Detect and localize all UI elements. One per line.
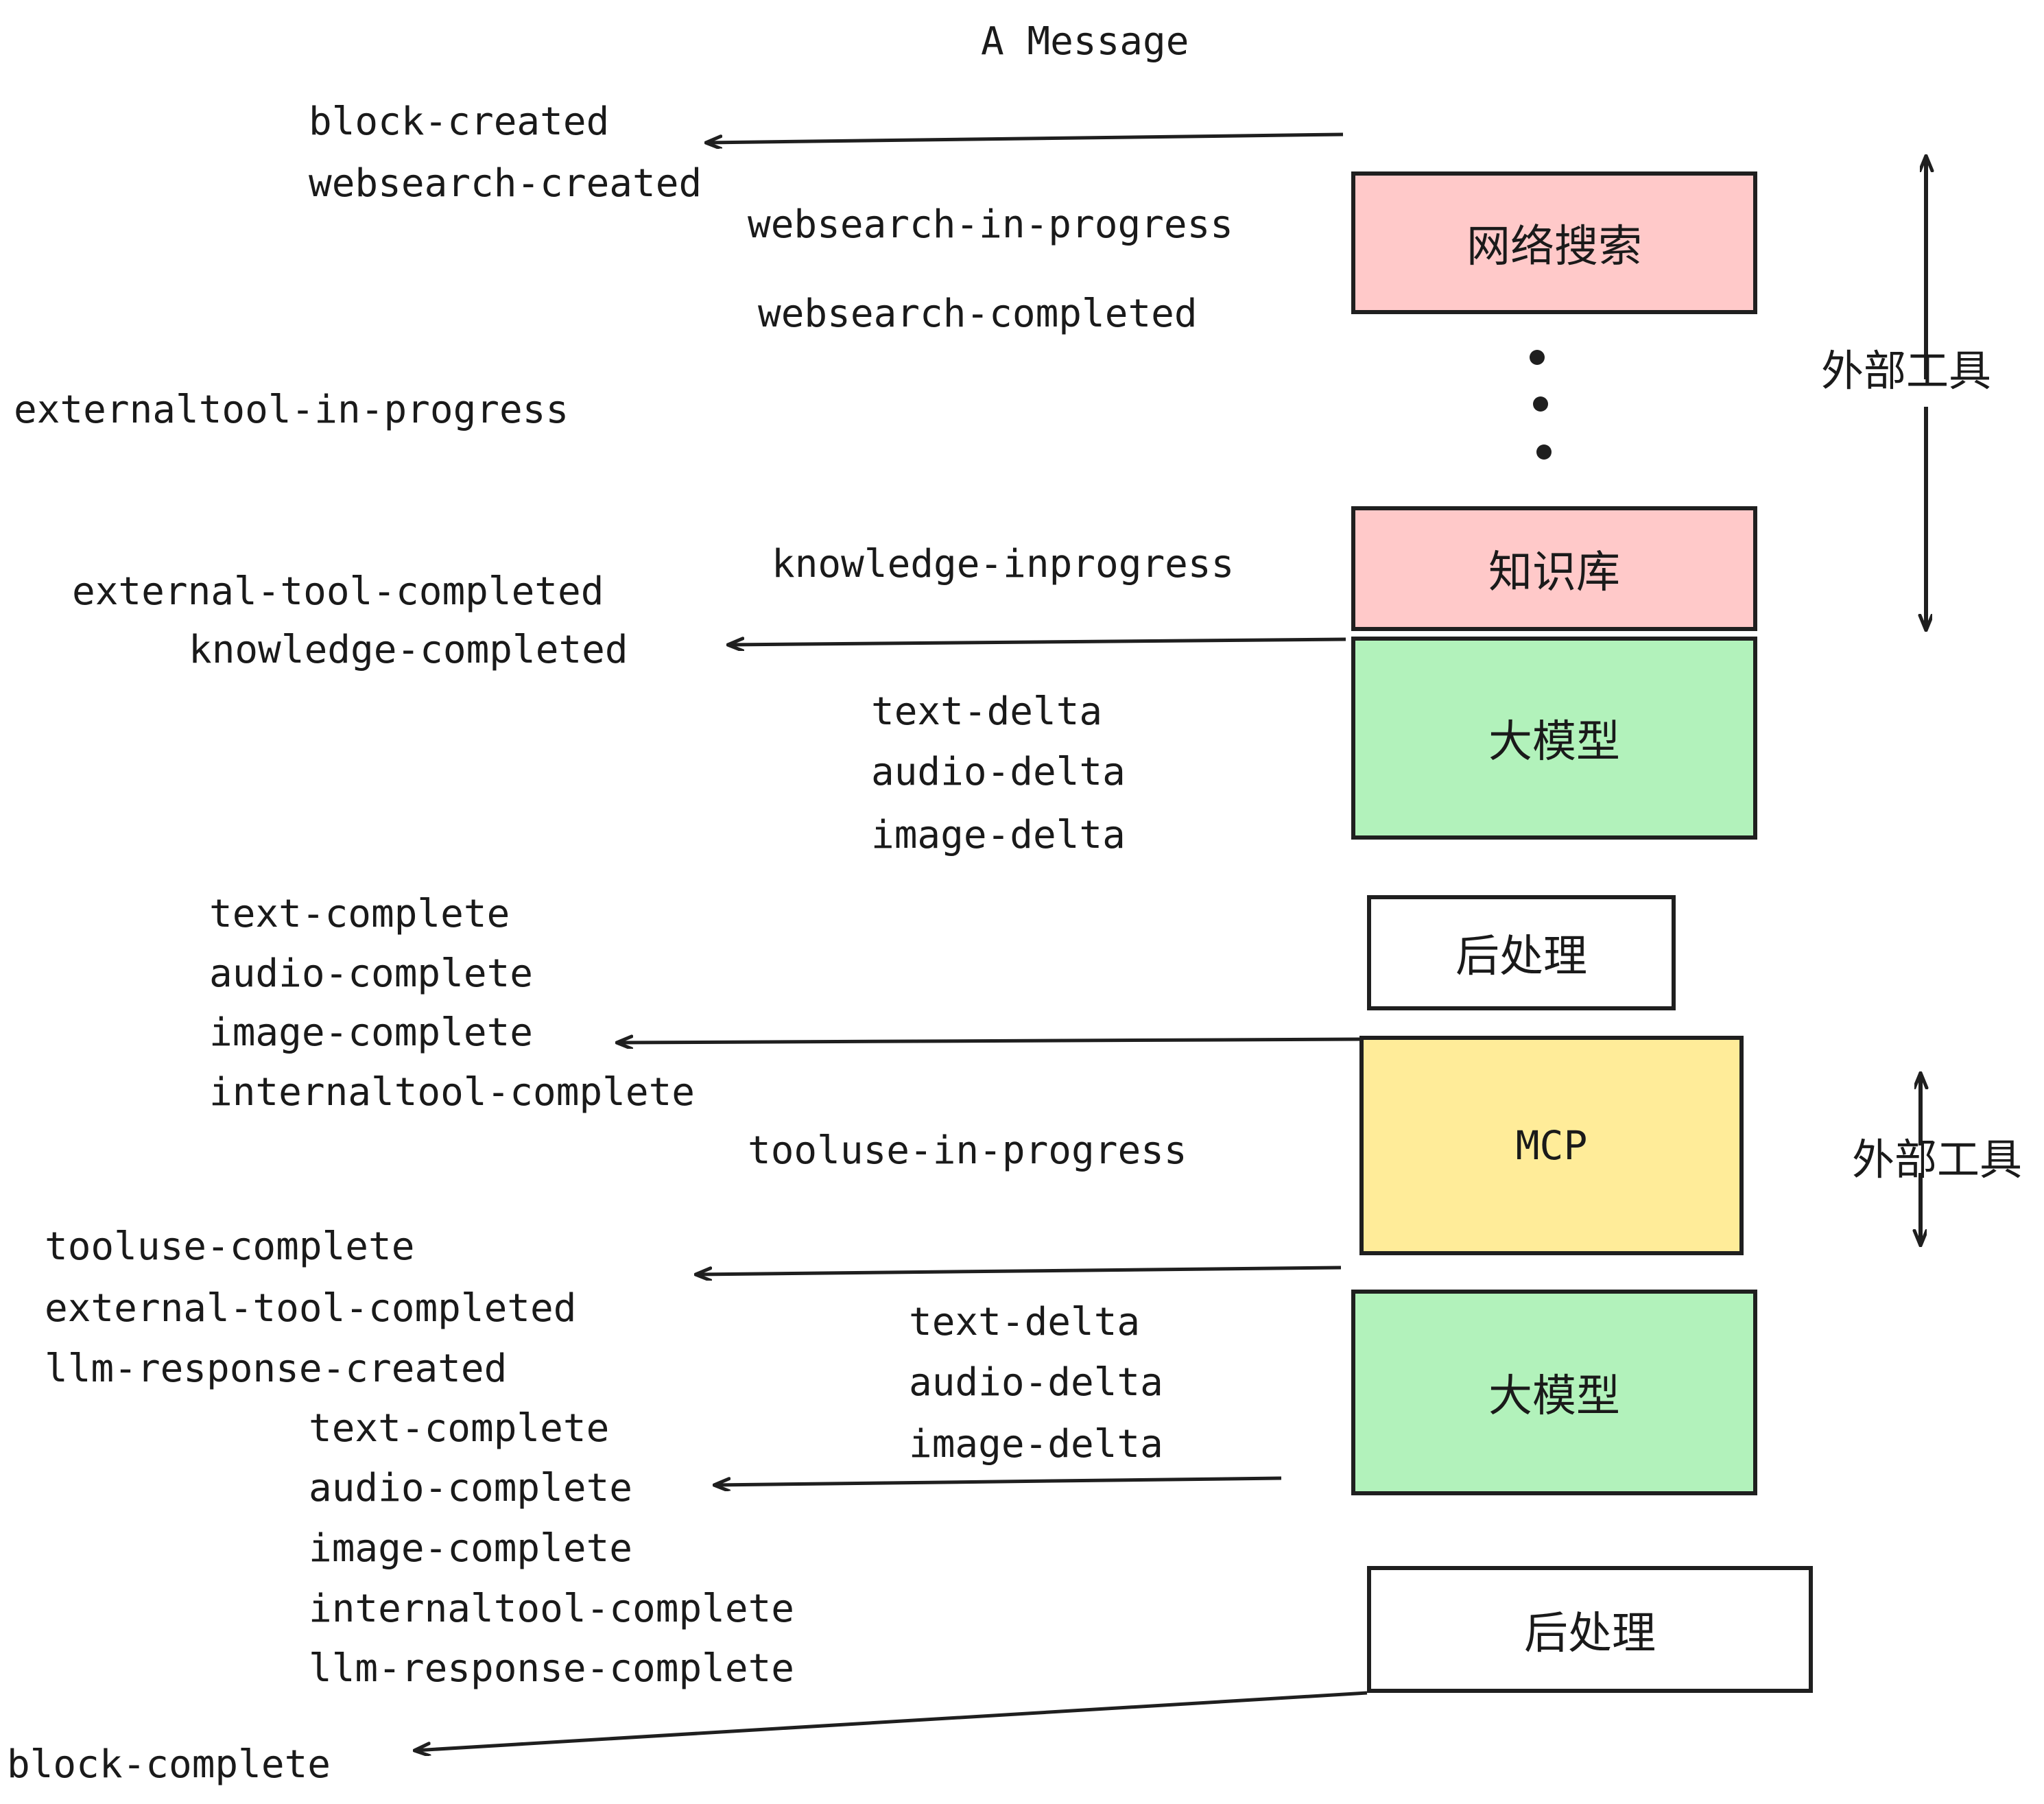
event-label: internaltool-complete — [209, 1070, 696, 1115]
event-label: audio-complete — [209, 951, 534, 996]
block-complete-arrow — [415, 1691, 1368, 1750]
process-box[interactable]: 后处理 — [1367, 895, 1676, 1010]
event-label: websearch-created — [309, 161, 702, 206]
event-label: image-delta — [871, 813, 1126, 857]
process-box-label: MCP — [1515, 1122, 1588, 1169]
ellipsis-dot-icon — [1536, 444, 1552, 460]
process-box[interactable]: MCP — [1359, 1036, 1744, 1255]
page-title: A Message — [981, 19, 1189, 64]
ellipsis-dot-icon — [1533, 396, 1548, 412]
event-label: text-complete — [309, 1406, 610, 1451]
process-box-label: 后处理 — [1524, 1608, 1656, 1659]
event-label: text-delta — [871, 689, 1103, 734]
event-label: llm-response-created — [45, 1346, 508, 1391]
tooluse-complete-arrow — [696, 1266, 1342, 1274]
event-label: text-delta — [909, 1300, 1141, 1344]
event-label: external-tool-completed — [45, 1286, 577, 1331]
event-label: llm-response-complete — [309, 1646, 795, 1691]
process-box[interactable]: 知识库 — [1351, 506, 1757, 631]
event-label: audio-delta — [871, 750, 1126, 794]
event-label: image-complete — [209, 1010, 534, 1055]
process-box-label: 知识库 — [1488, 547, 1620, 598]
external-tool-annotation: 外部工具 — [1821, 346, 1992, 396]
event-label: audio-delta — [909, 1360, 1163, 1405]
event-label: audio-complete — [309, 1466, 633, 1510]
process-box-label: 后处理 — [1455, 931, 1587, 982]
event-label: image-complete — [309, 1526, 633, 1571]
process-box[interactable]: 网络搜索 — [1351, 171, 1757, 314]
block-created-arrow — [706, 132, 1344, 143]
event-label: knowledge-inprogress — [772, 542, 1235, 586]
process-box-label: 大模型 — [1488, 717, 1620, 768]
event-label: tooluse-in-progress — [748, 1128, 1187, 1173]
external-tool-annotation: 外部工具 — [1852, 1135, 2023, 1185]
event-label: image-delta — [909, 1422, 1163, 1467]
process-box[interactable]: 后处理 — [1367, 1566, 1813, 1693]
event-label: externaltool-in-progress — [14, 388, 569, 432]
event-label: websearch-in-progress — [748, 202, 1234, 247]
process-box[interactable]: 大模型 — [1351, 637, 1757, 840]
process-box[interactable]: 大模型 — [1351, 1290, 1757, 1495]
image-complete-arrow — [617, 1039, 1360, 1043]
process-box-label: 大模型 — [1488, 1371, 1620, 1422]
event-label: tooluse-complete — [45, 1224, 415, 1269]
event-label: external-tool-completed — [72, 569, 604, 614]
knowledge-completed-arrow — [728, 639, 1346, 645]
event-label: internaltool-complete — [309, 1587, 795, 1631]
process-box-label: 网络搜索 — [1466, 222, 1642, 272]
audio-complete-arrow — [715, 1476, 1282, 1485]
event-label: block-complete — [7, 1742, 331, 1787]
event-label: knowledge-completed — [189, 628, 628, 672]
event-label: websearch-completed — [758, 292, 1198, 336]
event-label: block-created — [309, 99, 610, 144]
event-label: text-complete — [209, 892, 510, 936]
ellipsis-dot-icon — [1530, 350, 1545, 365]
